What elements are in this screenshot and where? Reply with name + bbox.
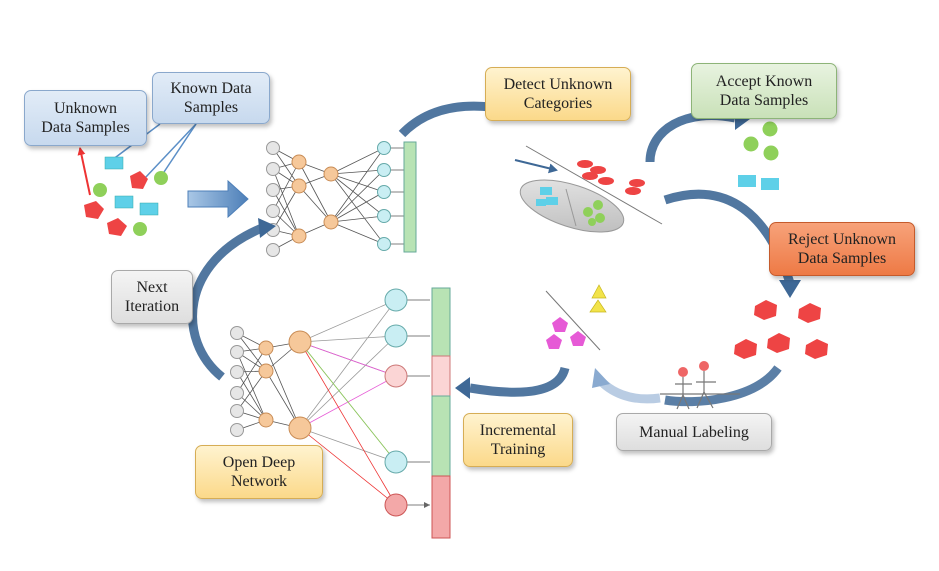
bottom-network-fan-out	[299, 299, 430, 505]
bottom-network-output-bar	[431, 287, 451, 539]
detect-region	[514, 145, 663, 233]
arrow-next-iteration	[188, 223, 264, 381]
top-network-hidden-layers	[291, 154, 339, 244]
labeling-people	[660, 361, 740, 410]
detect-unknown-categories-label: Detect Unknown Categories	[485, 67, 631, 121]
accept-known-data-samples-label: Accept Known Data Samples	[691, 63, 837, 119]
bottom-network-input-layer	[230, 326, 244, 437]
arrow-to-network	[469, 366, 570, 397]
open-deep-network-label: Open Deep Network	[195, 445, 323, 499]
bottom-network-output-layer	[384, 288, 408, 517]
rejected-unknown-samples	[734, 300, 828, 359]
unknown-sample-cluster	[77, 123, 197, 236]
bottom-network-hidden-layers	[258, 330, 312, 440]
top-network-connections	[272, 147, 404, 251]
bottom-network-connections	[236, 332, 301, 431]
incremental-training-label: Incremental Training	[463, 413, 573, 467]
cycle-arrow-heads	[258, 108, 801, 399]
unknown-data-samples-label: Unknown Data Samples	[24, 90, 147, 146]
input-arrow	[187, 179, 249, 219]
accepted-known-samples	[738, 121, 779, 190]
top-network-output-bar	[403, 141, 417, 253]
manual-labeling-label: Manual Labeling	[616, 413, 772, 451]
top-network-input-layer	[266, 141, 280, 257]
top-network-output-layer	[377, 141, 391, 251]
arrow-to-accept	[645, 111, 736, 163]
new-class-samples	[545, 284, 607, 351]
known-data-samples-label: Known Data Samples	[152, 72, 270, 124]
reject-unknown-data-samples-label: Reject Unknown Data Samples	[769, 222, 915, 276]
next-iteration-label: Next Iteration	[111, 270, 193, 324]
arrow-to-labeling	[664, 365, 782, 407]
